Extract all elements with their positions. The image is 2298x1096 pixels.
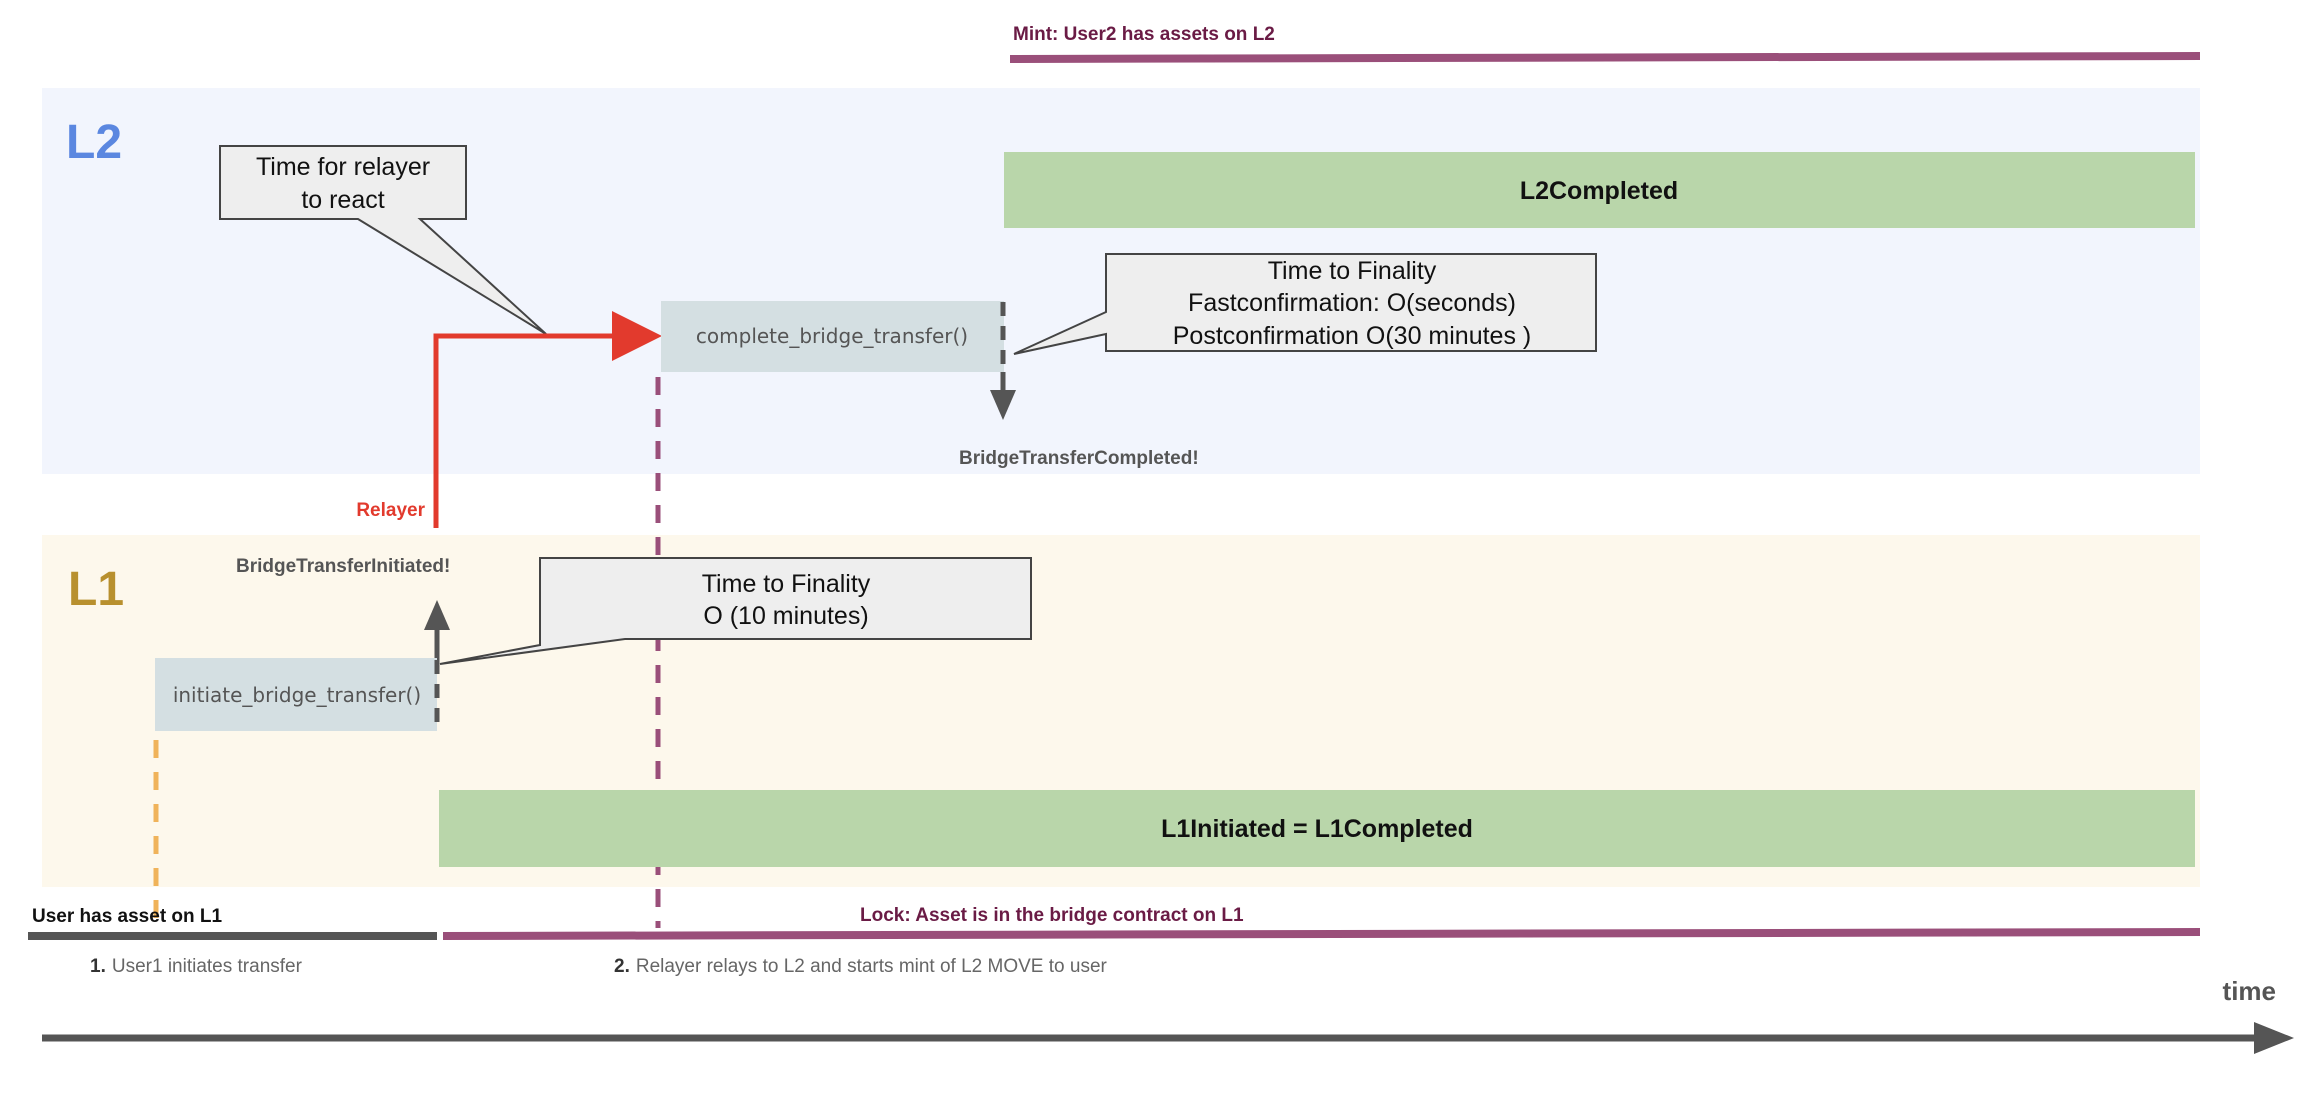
l1-finality-callout xyxy=(439,557,1032,665)
relayer-arrow xyxy=(433,311,662,528)
relayer-time-line-2: to react xyxy=(301,186,384,214)
relayer-label: Relayer xyxy=(356,500,425,521)
l2-lane-label: L2 xyxy=(66,116,122,169)
initiate-bridge-transfer-label: initiate_bridge_transfer() xyxy=(173,683,421,707)
time-axis-arrowhead xyxy=(2254,1022,2294,1054)
l1-completed-label: L1Initiated = L1Completed xyxy=(1161,815,1473,843)
lock-label: Lock: Asset is in the bridge contract on… xyxy=(860,905,1244,926)
l1-finality-line-1: Time to Finality xyxy=(702,570,871,598)
step-2-text: 2. Relayer relays to L2 and starts mint o… xyxy=(614,956,1108,977)
complete-bridge-transfer-function xyxy=(661,301,1004,372)
step-1-label: User1 initiates transfer xyxy=(112,956,303,977)
initiate-bridge-transfer-function xyxy=(155,658,437,731)
l2-finality-line-3: Postconfirmation O(30 minutes ) xyxy=(1173,322,1531,350)
time-axis-label: time xyxy=(2223,976,2276,1006)
l2-finality-line-2: Fastconfirmation: O(seconds) xyxy=(1188,289,1516,317)
mint-label: Mint: User2 has assets on L2 xyxy=(1013,24,1275,45)
complete-bridge-transfer-label: complete_bridge_transfer() xyxy=(696,324,968,348)
l2-completed-state xyxy=(1004,152,2195,228)
lock-bar xyxy=(442,928,2201,940)
l2-event-label: BridgeTransferCompleted! xyxy=(959,448,1199,469)
step-1-text: 1. User1 initiates transfer xyxy=(90,956,303,977)
l2-completed-label: L2Completed xyxy=(1520,177,1678,205)
l2-event-arrow-head xyxy=(990,390,1016,420)
relayer-time-callout xyxy=(219,145,547,335)
l1-finality-line-2: O (10 minutes) xyxy=(703,602,868,630)
relayer-time-line-1: Time for relayer xyxy=(256,153,430,181)
step-2-label: Relayer relays to L2 and starts mint of … xyxy=(636,956,1108,977)
mint-bar xyxy=(1009,52,2201,63)
l1-event-arrow-head xyxy=(424,600,450,630)
l2-finality-callout xyxy=(1013,253,1597,355)
user-asset-label: User has asset on L1 xyxy=(32,906,223,927)
step-2-number: 2. xyxy=(614,956,630,977)
step-1-number: 1. xyxy=(90,956,106,977)
l1-event-label: BridgeTransferInitiated! xyxy=(236,556,450,577)
l1-completed-state xyxy=(439,790,2195,867)
l1-lane-label: L1 xyxy=(68,563,124,616)
l2-finality-line-1: Time to Finality xyxy=(1268,257,1437,285)
